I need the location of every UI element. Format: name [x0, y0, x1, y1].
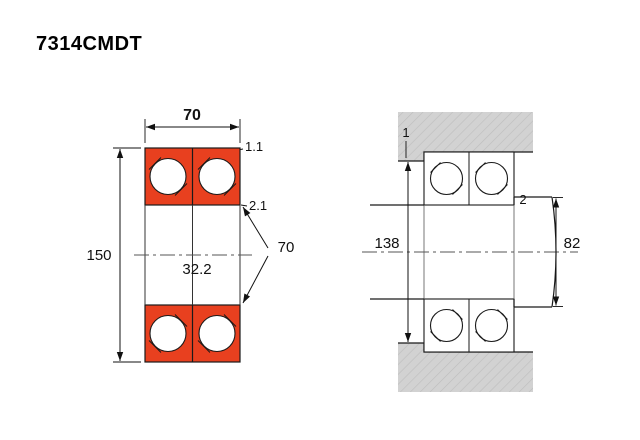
- ball-contact-marks: [148, 157, 237, 353]
- bearing-cross-section-view: 70 150 70 32.2 1.1 2.1: [86, 107, 295, 363]
- part-number-title: 7314CMDT: [36, 33, 142, 55]
- callout-1: 1: [402, 125, 410, 158]
- mounting-arrangement-view: 138 82 1 2: [362, 112, 580, 392]
- bearing-balls: [149, 157, 236, 353]
- dim-outer-width-value: 70: [183, 107, 201, 124]
- svg-text:1.1: 1.1: [245, 139, 263, 154]
- dim-shaft-shoulder-value: 82: [564, 235, 581, 252]
- mounted-bearings: [423, 151, 515, 353]
- dim-housing-shoulder-value: 138: [374, 235, 399, 252]
- dim-shaft-shoulder: 82: [552, 197, 581, 307]
- dim-bore-diameter: 70: [242, 206, 295, 304]
- chamfer-inner-label: 2.1: [240, 198, 267, 213]
- callout-2: 2: [519, 192, 526, 207]
- dim-offset-value: 32.2: [182, 261, 211, 278]
- dim-bore-diameter-value: 70: [278, 239, 295, 256]
- dim-outer-width: 70: [144, 107, 241, 143]
- svg-text:2.1: 2.1: [249, 198, 267, 213]
- dim-housing-shoulder: 138: [374, 162, 412, 342]
- chamfer-outer-label: 1.1: [240, 139, 263, 154]
- svg-text:1: 1: [402, 125, 409, 140]
- dim-outer-diameter-value: 150: [86, 247, 111, 264]
- dim-outer-diameter: 150: [86, 147, 141, 363]
